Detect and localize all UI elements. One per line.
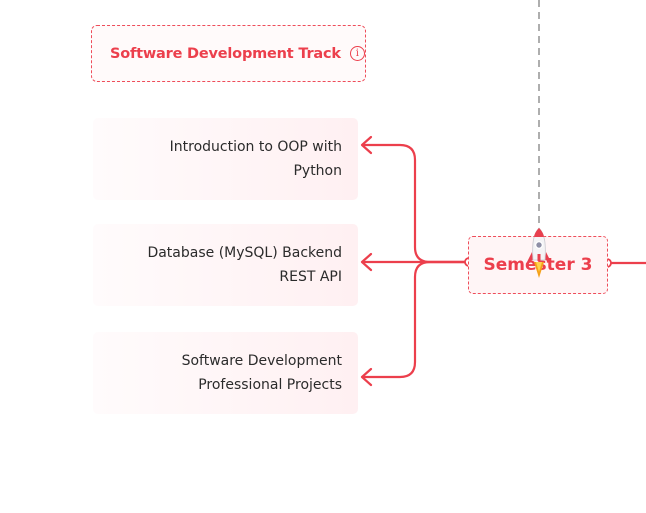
topic-card-label: Introduction to OOP with Python bbox=[169, 139, 342, 179]
branch-line-topic-1 bbox=[362, 143, 465, 264]
topic-card-label: Database (MySQL) Backend REST API bbox=[147, 245, 342, 285]
topic-card-label: Software Development Professional Projec… bbox=[181, 353, 342, 393]
topic-card-1[interactable]: Introduction to OOP with Python bbox=[93, 118, 358, 200]
arrowhead-topic-1 bbox=[360, 135, 373, 155]
topic-card-3[interactable]: Software Development Professional Projec… bbox=[93, 332, 358, 414]
rocket-icon bbox=[527, 227, 551, 278]
branch-line-topic-3 bbox=[362, 260, 465, 379]
topic-card-2[interactable]: Database (MySQL) Backend REST API bbox=[93, 224, 358, 306]
info-icon[interactable]: i bbox=[349, 46, 365, 61]
track-title: Software Development Track bbox=[110, 45, 341, 62]
track-header: Software Development Track i bbox=[91, 25, 366, 82]
arrowhead-topic-3 bbox=[360, 367, 373, 387]
arrowhead-topic-2 bbox=[360, 252, 373, 272]
